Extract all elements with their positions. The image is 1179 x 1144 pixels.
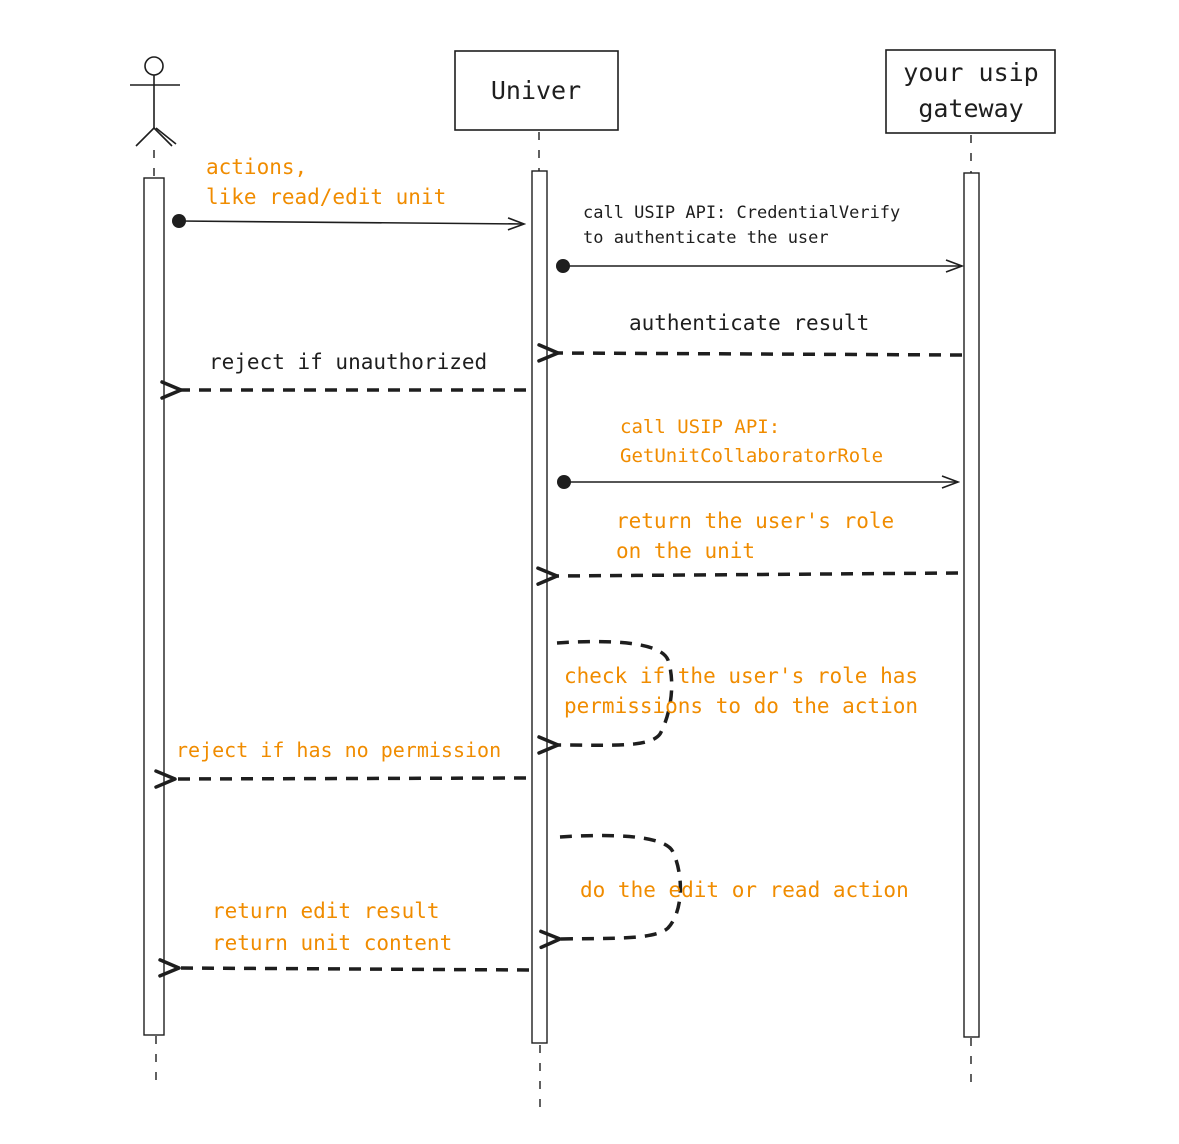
message-10-label-line1: return edit result (212, 899, 440, 923)
participant-univer-box (454, 50, 619, 131)
message-6-label-line2: on the unit (616, 539, 755, 563)
message-9-label: do the edit or read action (580, 878, 909, 902)
message-8-return-arrow (154, 769, 527, 789)
activation-gateway (963, 172, 980, 1038)
message-5-label-line1: call USIP API: (620, 416, 780, 438)
message-3-return-arrow (537, 343, 963, 363)
message-4-label: reject if unauthorized (209, 350, 487, 374)
message-7-label-line1: check if the user's role has (564, 664, 918, 688)
message-1-arrow (178, 221, 524, 224)
activation-actor (143, 177, 165, 1036)
message-6-label-line1: return the user's role (616, 509, 894, 533)
self-loop-do-action (539, 833, 683, 950)
participant-gateway-label-line1: your usip (903, 58, 1038, 87)
message-2-label-line2: to authenticate the user (583, 228, 829, 248)
message-1-label-line1: actions, (206, 155, 307, 179)
message-5-label-line2: GetUnitCollaboratorRole (620, 445, 883, 467)
message-2-label-line1: call USIP API: CredentialVerify (583, 203, 900, 223)
actor-figure-icon (130, 56, 180, 147)
participant-univer-label: Univer (491, 76, 581, 105)
activation-univer (531, 170, 548, 1044)
participant-gateway-label-line2: gateway (918, 94, 1023, 123)
message-6-return-arrow (536, 566, 959, 586)
message-10-label-line2: return unit content (212, 931, 452, 955)
message-10-return-arrow (158, 958, 530, 978)
message-8-label: reject if has no permission (176, 738, 501, 762)
participant-gateway-box (885, 49, 1056, 134)
message-7-label-line2: permissions to do the action (564, 694, 918, 718)
self-loop-check-permissions (537, 639, 674, 755)
message-1-label-line2: like read/edit unit (206, 185, 446, 209)
message-3-label: authenticate result (629, 311, 869, 335)
